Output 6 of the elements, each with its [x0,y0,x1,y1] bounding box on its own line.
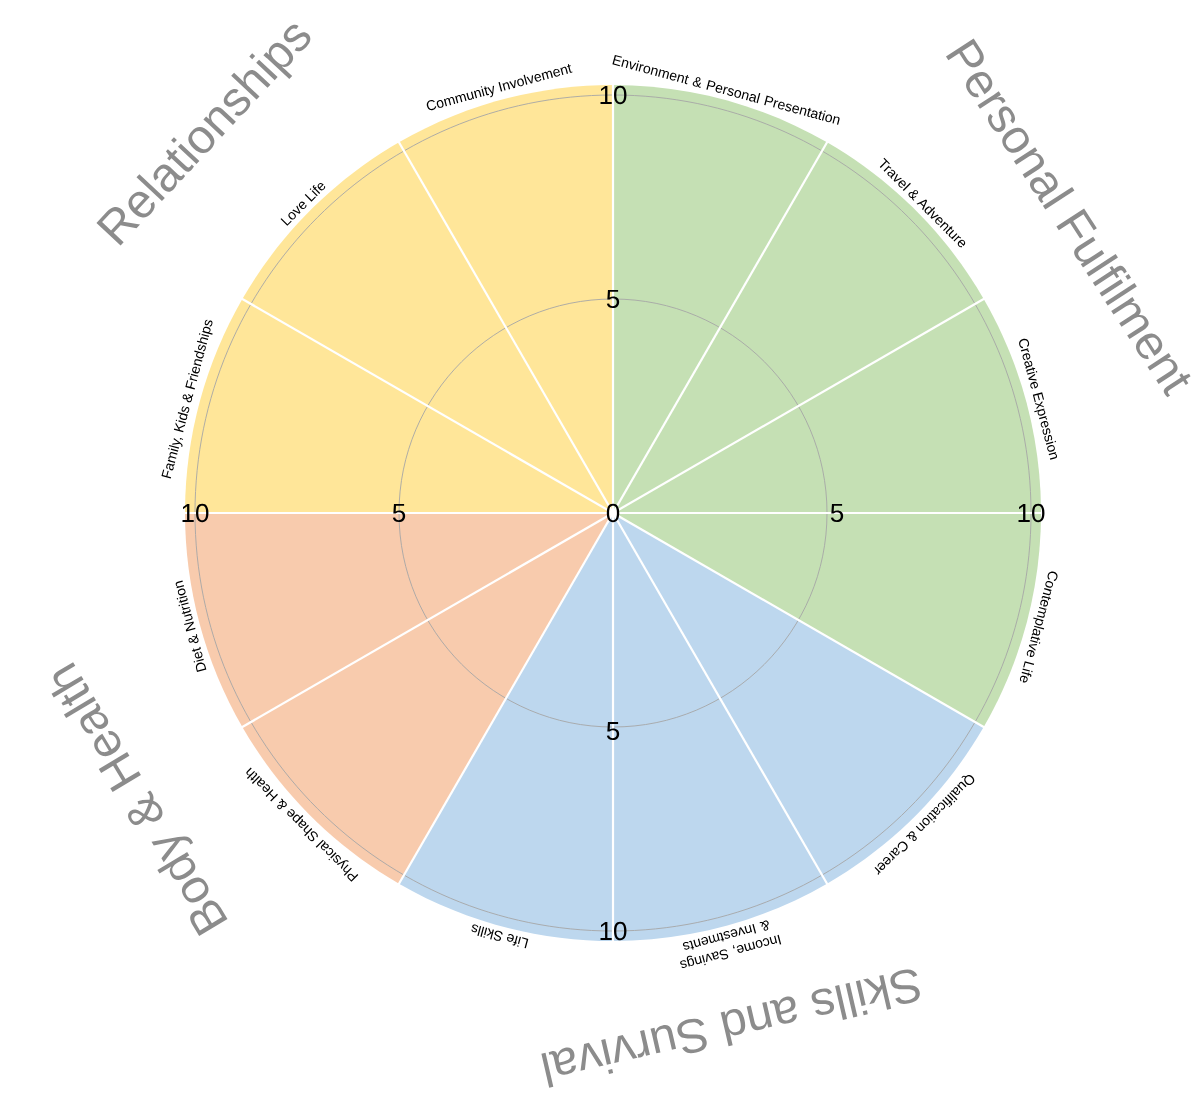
scale-number: 10 [600,85,627,105]
node-label: Diet & Nutrition [175,580,207,673]
scale-number: 10 [1018,503,1045,523]
category-label: Skills and Survival [541,969,920,1088]
scale-number: 10 [182,503,209,523]
scale-number: 10 [600,921,627,941]
